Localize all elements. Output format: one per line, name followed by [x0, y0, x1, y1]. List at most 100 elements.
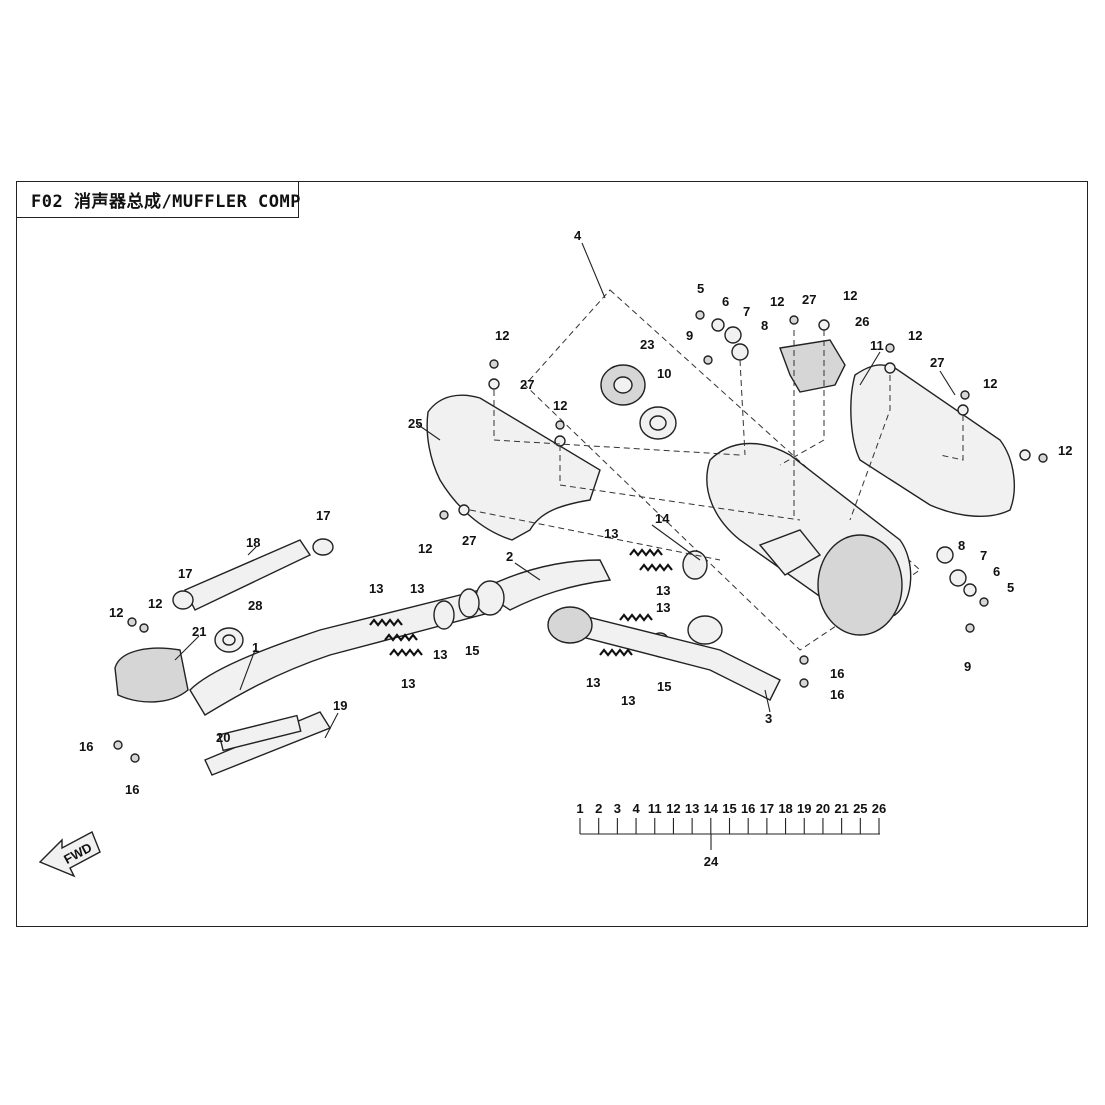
bolt-12-g	[439, 510, 449, 520]
callout-16: 16	[830, 687, 844, 702]
callout-13: 13	[401, 676, 415, 691]
kit-member-label: 3	[614, 801, 621, 816]
callout-12: 12	[418, 541, 432, 556]
spring-13-a	[369, 618, 403, 627]
callout-5: 5	[1007, 580, 1014, 595]
nut-16-d	[130, 753, 140, 763]
callout-11: 11	[870, 338, 884, 353]
clamp-17-top	[312, 538, 334, 556]
bolt-12-f	[1038, 453, 1048, 463]
spring-13-c	[389, 648, 423, 657]
callout-12: 12	[109, 605, 123, 620]
bolt-12-d	[885, 343, 895, 353]
springs-13	[369, 548, 673, 657]
washer-27-g	[458, 504, 470, 516]
guide-g	[469, 509, 721, 561]
gasket-28-hole	[222, 634, 236, 646]
page-title: F02 消声器总成/MUFFLER COMP	[31, 192, 301, 212]
assembly-4-outline	[524, 289, 921, 651]
kit-member-label: 18	[778, 801, 792, 816]
seal-ring-14	[682, 550, 708, 580]
leader-25	[416, 423, 441, 441]
callout-12: 12	[843, 288, 857, 303]
bolt-12-i	[139, 623, 149, 633]
gasket-10-hole	[649, 415, 667, 431]
pipe-3-flange	[547, 606, 593, 644]
cover-21	[114, 647, 189, 703]
kit-member-label: 15	[722, 801, 736, 816]
callout-19: 19	[333, 698, 347, 713]
callout-17: 17	[178, 566, 192, 581]
kit-member-label: 19	[797, 801, 811, 816]
fwd-arrow-shape	[38, 831, 101, 878]
callout-4: 4	[574, 228, 582, 243]
callout-27: 27	[930, 355, 944, 370]
callout-18: 18	[246, 535, 260, 550]
washer-27-f	[1019, 449, 1031, 461]
bolt-5-b	[979, 597, 989, 607]
spring-13-d	[629, 548, 663, 557]
bolt-9-b	[965, 623, 975, 633]
kit-member-label: 17	[760, 801, 774, 816]
hardware	[113, 310, 1048, 763]
spring-13-g	[599, 648, 633, 657]
bolt-12-h	[127, 617, 137, 627]
bolt-9-a	[703, 355, 713, 365]
kit-member-label: 13	[685, 801, 699, 816]
washer-27-a	[488, 378, 500, 390]
hanger-8-b	[936, 546, 954, 564]
kit-member-label: 16	[741, 801, 755, 816]
bushing-7-b	[949, 569, 967, 587]
kit-member-label: 11	[648, 801, 662, 816]
guide-b	[559, 445, 801, 521]
callout-26: 26	[855, 314, 869, 329]
callout-13: 13	[369, 581, 383, 596]
bracket-26	[779, 339, 846, 393]
callout-7: 7	[980, 548, 987, 563]
heat-shield-25	[426, 394, 601, 541]
bolt-5-a	[695, 310, 705, 320]
spring-13-e	[639, 563, 673, 572]
callout-12: 12	[1058, 443, 1072, 458]
hanger-8-a	[731, 343, 749, 361]
bushing-6-a	[711, 318, 725, 332]
callout-12: 12	[770, 294, 784, 309]
guide-e	[849, 375, 891, 521]
callout-21: 21	[192, 624, 206, 639]
callout-9: 9	[964, 659, 971, 674]
callout-13: 13	[621, 693, 635, 708]
bolt-12-b	[555, 420, 565, 430]
bushing-7-a	[724, 326, 742, 344]
callout-5: 5	[697, 281, 704, 296]
muffler-inlet-cone	[758, 529, 822, 576]
leader-4	[581, 242, 606, 299]
washer-27-e	[957, 404, 969, 416]
callout-12: 12	[495, 328, 509, 343]
leader-lines	[174, 351, 956, 739]
guide-h	[739, 359, 746, 456]
callout-27: 27	[462, 533, 476, 548]
kit-total-label: 24	[704, 854, 719, 869]
bushing-6-b	[963, 583, 977, 597]
callout-8: 8	[761, 318, 768, 333]
bolt-12-e	[960, 390, 970, 400]
callout-28: 28	[248, 598, 262, 613]
pipe-3-gasket	[687, 615, 723, 645]
callout-13: 13	[433, 647, 447, 662]
callout-3: 3	[765, 711, 772, 726]
callout-9: 9	[686, 328, 693, 343]
guide-f	[939, 415, 964, 461]
mid-pipe-2-inlet	[475, 580, 505, 616]
fwd-arrow: FWD	[38, 831, 101, 878]
callout-7: 7	[743, 304, 750, 319]
guide-lines	[469, 330, 964, 561]
muffler-end-cap	[817, 534, 903, 636]
seal-ring-15-a	[433, 600, 455, 630]
callout-25: 25	[408, 416, 422, 431]
callout-13: 13	[586, 675, 600, 690]
kit-member-label: 1	[576, 801, 583, 816]
nut-16-c	[113, 740, 123, 750]
callout-16: 16	[79, 739, 93, 754]
callout-labels: 4 5 6 7 8 9 12 27 12 26 11 12 27 12 12 1…	[79, 228, 1072, 797]
guide-a	[493, 390, 741, 456]
